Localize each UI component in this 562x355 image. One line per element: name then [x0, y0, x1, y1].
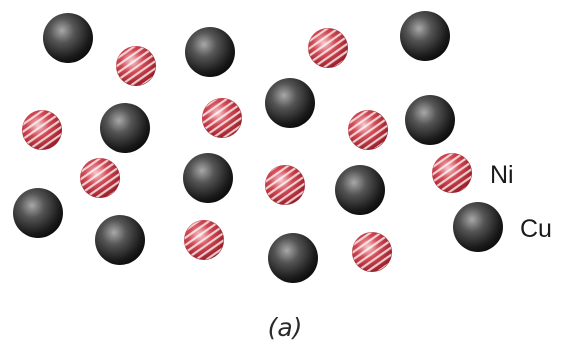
- cu-atom: [95, 215, 145, 265]
- ni-atom: [80, 158, 120, 198]
- cu-atom: [13, 188, 63, 238]
- cu-atom: [183, 153, 233, 203]
- cu-atom: [100, 103, 150, 153]
- cu-atom: [268, 233, 318, 283]
- cu-atom: [453, 202, 503, 252]
- atoms-layer: [13, 11, 503, 283]
- ni-atom: [265, 165, 305, 205]
- cu-atom: [185, 27, 235, 77]
- ni-atom: [432, 153, 472, 193]
- legend-label-cu: Cu: [520, 215, 552, 243]
- cu-atom: [400, 11, 450, 61]
- ni-atom: [202, 98, 242, 138]
- legend: Ni Cu: [490, 161, 552, 243]
- cu-atom: [265, 78, 315, 128]
- ni-atom: [184, 220, 224, 260]
- figure-caption: (a): [268, 313, 303, 342]
- cu-atom: [335, 165, 385, 215]
- ni-atom: [22, 110, 62, 150]
- ni-atom: [348, 110, 388, 150]
- ni-atom: [116, 46, 156, 86]
- legend-label-ni: Ni: [490, 161, 514, 189]
- ni-atom: [308, 28, 348, 68]
- cu-atom: [405, 95, 455, 145]
- cu-atom: [43, 13, 93, 63]
- ni-atom: [352, 232, 392, 272]
